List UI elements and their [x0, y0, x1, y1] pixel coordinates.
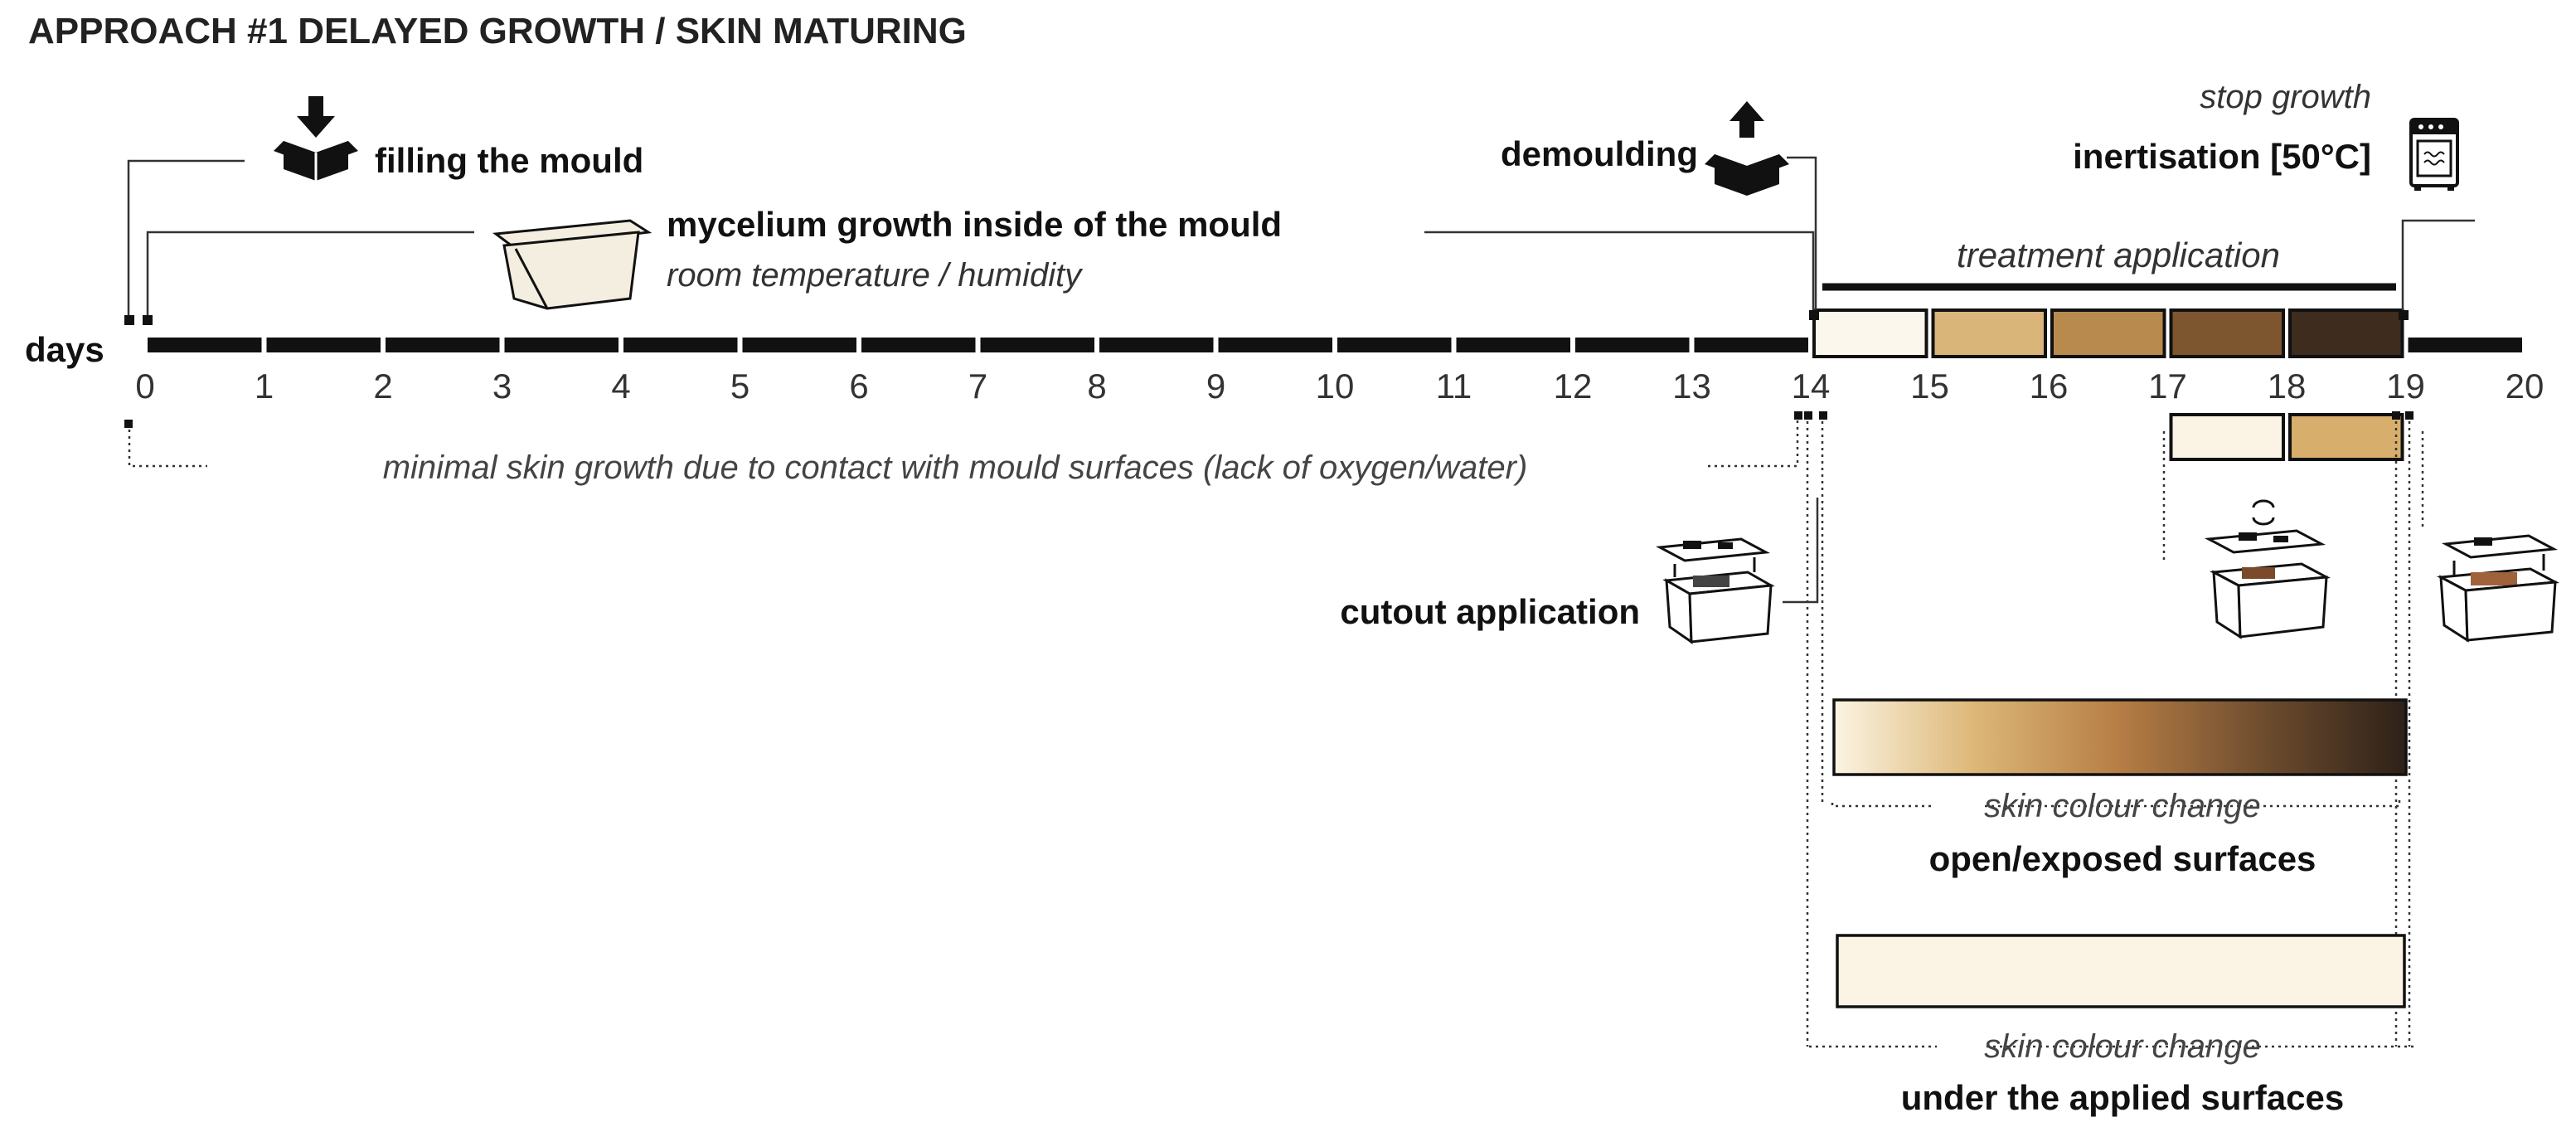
remove-cutout-icon: [2436, 534, 2560, 643]
cutout-application-icon: [1655, 537, 1775, 644]
filling-connector: [127, 159, 245, 319]
day-tick-label: 18: [2268, 367, 2307, 406]
treatment-label: treatment application: [1957, 236, 2280, 274]
under-surfaces-color-bar: [1836, 934, 2406, 1008]
day-bar: [148, 338, 2522, 352]
minimal-skin-label: minimal skin growth due to contact with …: [383, 449, 1528, 486]
day-tick-label: 12: [1554, 367, 1593, 406]
demoulding-connector: [1787, 156, 1817, 319]
inertisation-connector: [2401, 219, 2475, 319]
treatment-swatch: [1931, 308, 2047, 358]
day-segment: [1337, 338, 1452, 352]
day-segment: [623, 338, 738, 352]
box-arrow-down-icon: [274, 96, 358, 181]
day-segment: [2408, 338, 2522, 352]
minimal-skin-left: [128, 423, 207, 468]
under-swatch: [2169, 413, 2285, 461]
axis-label: days: [25, 330, 104, 369]
day-segment: [266, 338, 381, 352]
day-tick-label: 9: [1206, 367, 1225, 406]
cutout-connector: [1783, 498, 1819, 604]
treatment-swatch: [2169, 308, 2285, 358]
growth-title: mycelium growth inside of the mould: [667, 205, 1282, 244]
treatment-swatch: [2288, 308, 2404, 358]
day-tick-label: 11: [1436, 367, 1472, 406]
day-segment: [1218, 338, 1332, 352]
day-segment: [148, 338, 262, 352]
container-icon: [492, 219, 652, 310]
open-caption-right: [1985, 800, 2401, 808]
growth-connector-right: [1424, 231, 1815, 319]
day-tick-label: 4: [611, 367, 630, 406]
open-surfaces-color-bar: [1832, 698, 2408, 776]
day-tick-label: 0: [135, 367, 154, 406]
day-tick-label: 1: [255, 367, 274, 406]
day-tick-label: 5: [730, 367, 750, 406]
under-swatch: [2288, 413, 2404, 461]
marker-squares: [124, 310, 2413, 428]
day-tick-label: 20: [2506, 367, 2544, 406]
day-segment: [1694, 338, 1808, 352]
minimal-skin-right: [1708, 415, 1799, 468]
treatment-swatch: [1812, 308, 1928, 358]
rotate-cutout-icon: [2204, 499, 2331, 639]
open-title: open/exposed surfaces: [1929, 839, 2316, 878]
day-tick-label: 19: [2386, 367, 2425, 406]
day-tick-label: 15: [1910, 367, 1949, 406]
stop-growth-label: stop growth: [2200, 79, 2371, 115]
day-segment: [1099, 338, 1214, 352]
day-segment: [1456, 338, 1570, 352]
day-tick-label: 3: [492, 367, 512, 406]
open-caption-left: [1831, 803, 1935, 808]
growth-subtitle: room temperature / humidity: [667, 257, 1084, 294]
day-tick-label: 10: [1316, 367, 1355, 406]
day-tick-label: 13: [1672, 367, 1711, 406]
diagram-title: APPROACH #1 DELAYED GROWTH / SKIN MATURI…: [28, 11, 967, 51]
day-tick-label: 8: [1087, 367, 1106, 406]
day-segment: [861, 338, 976, 352]
connector-lines: [127, 156, 2475, 604]
day-tick-label: 6: [849, 367, 868, 406]
day-segment: [1575, 338, 1690, 352]
under-caption: skin colour change: [1984, 1028, 2261, 1065]
under-swatches: [2169, 413, 2404, 461]
demoulding-label: demoulding: [1501, 134, 1698, 173]
day-tick-label: 14: [1792, 367, 1831, 406]
day-tick-label: 2: [373, 367, 392, 406]
growth-connector-left: [146, 231, 474, 319]
day-tick-label: 16: [2030, 367, 2069, 406]
day-tick-label: 7: [968, 367, 987, 406]
inertisation-label: inertisation [50°C]: [2073, 137, 2371, 176]
filling-label: filling the mould: [375, 141, 643, 180]
treatment-swatch: [2050, 308, 2166, 358]
box-arrow-up-icon: [1705, 101, 1789, 196]
treatment-swatches: [1812, 308, 2404, 358]
day-segment: [742, 338, 856, 352]
day-segment: [504, 338, 619, 352]
day-segment: [980, 338, 1094, 352]
day-tick-label: 17: [2148, 367, 2187, 406]
oven-icon: [2409, 118, 2459, 191]
cutout-label: cutout application: [1340, 592, 1640, 631]
day-segment: [386, 338, 500, 352]
under-title: under the applied surfaces: [1901, 1078, 2344, 1117]
open-caption: skin colour change: [1984, 788, 2261, 824]
